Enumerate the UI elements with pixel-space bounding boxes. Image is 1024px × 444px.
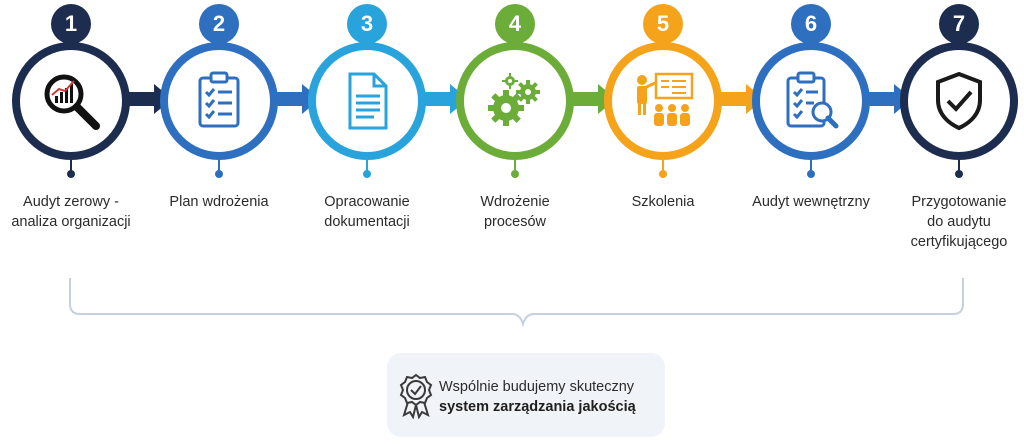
document-icon [348, 72, 388, 130]
step-number-badge: 6 [791, 4, 831, 44]
gears-icon [488, 73, 540, 126]
step-icon-ring [456, 42, 574, 160]
step-dot [807, 170, 815, 178]
step-icon-ring [160, 42, 278, 160]
step-stem [514, 160, 516, 174]
step-7: 7 Przygotowanie do audytu certyfikująceg… [885, 0, 1024, 330]
step-number-badge: 7 [939, 4, 979, 44]
label-line-2: analiza organizacji [11, 214, 131, 230]
step-5: 5 Szkolenia [589, 0, 737, 330]
step-number-badge: 4 [495, 4, 535, 44]
label-line-1: Wdrożenie [480, 194, 550, 210]
group-bracket [69, 278, 964, 328]
step-dot [955, 170, 963, 178]
quality-award-icon [399, 373, 433, 419]
summary-text-line1: Wspólnie budujemy skuteczny [439, 379, 635, 395]
clipboard-magnifier-icon [786, 71, 839, 129]
step-label: Audyt zerowy - analiza organizacji [0, 192, 145, 232]
step-icon-ring [752, 42, 870, 160]
step-number-badge: 2 [199, 4, 239, 44]
label-line-1: Przygotowanie [911, 194, 1007, 210]
step-icon-ring [604, 42, 722, 160]
step-number-badge: 5 [643, 4, 683, 44]
step-icon-ring [12, 42, 130, 160]
magnifier-chart-icon [44, 74, 100, 130]
step-6: 6 Audyt wewnętrzny [737, 0, 885, 330]
step-label: Wdrożenie procesów [441, 192, 589, 232]
summary-text-line2: system zarządzania jakością [439, 399, 636, 415]
step-dot [659, 170, 667, 178]
step-number-badge: 3 [347, 4, 387, 44]
step-label: Plan wdrożenia [169, 194, 269, 210]
step-1: 1 Audyt zerowy - analiza organizacji [0, 0, 145, 330]
step-number-badge: 1 [51, 4, 91, 44]
step-3: 3 Opracowanie dokumentacji [293, 0, 441, 330]
step-label: Szkolenia [631, 194, 695, 210]
step-dot [67, 170, 75, 178]
summary-callout: Wspólnie budujemy skuteczny system zarzą… [387, 353, 665, 437]
step-stem [70, 160, 72, 174]
step-icon-ring [308, 42, 426, 160]
shield-check-icon [936, 71, 982, 131]
step-stem [366, 160, 368, 174]
step-dot [215, 170, 223, 178]
training-presentation-icon [637, 72, 694, 126]
label-line-2: do audytu [927, 214, 991, 230]
label-line-1: Opracowanie [324, 194, 410, 210]
step-label: Przygotowanie do audytu certyfikującego [885, 192, 1024, 252]
step-dot [363, 170, 371, 178]
step-label: Audyt wewnętrzny [752, 194, 870, 210]
step-stem [218, 160, 220, 174]
label-line-2: dokumentacji [324, 214, 410, 230]
clipboard-checklist-icon [198, 71, 240, 128]
step-label: Opracowanie dokumentacji [293, 192, 441, 232]
step-dot [511, 170, 519, 178]
step-icon-ring [900, 42, 1018, 160]
label-line-3: certyfikującego [910, 234, 1008, 250]
label-line-2: procesów [483, 214, 547, 230]
step-2: 2 Plan wdrożenia [145, 0, 293, 330]
step-stem [810, 160, 812, 174]
label-line-1: Audyt zerowy - [23, 194, 119, 210]
step-stem [958, 160, 960, 174]
step-stem [662, 160, 664, 174]
step-4: 4 [441, 0, 589, 330]
